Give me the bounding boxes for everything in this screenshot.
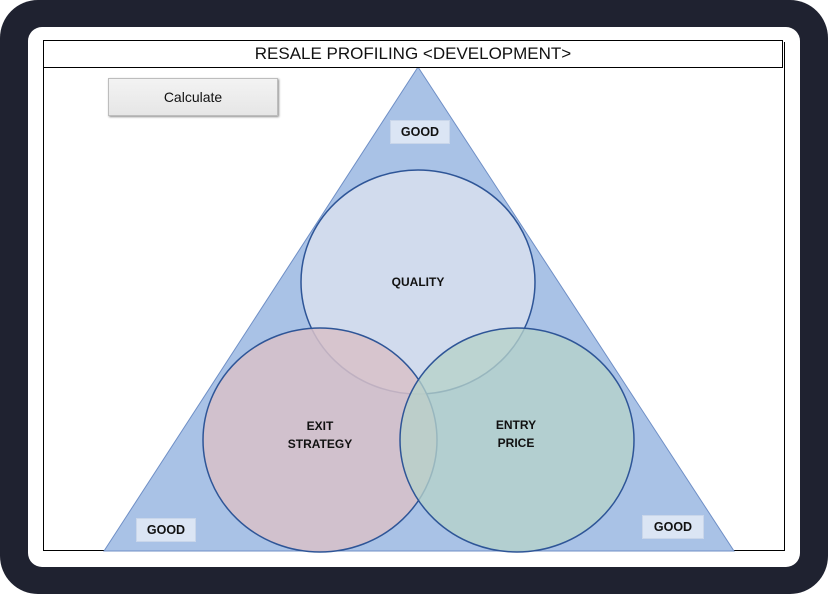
exit-strategy-label: EXIT STRATEGY <box>260 417 380 453</box>
exit-label-line2: STRATEGY <box>287 437 353 451</box>
rating-bottom-left: GOOD <box>136 518 196 542</box>
quality-label-text: QUALITY <box>391 275 445 289</box>
screen: RESALE PROFILING <DEVELOPMENT> Calculate… <box>28 27 800 567</box>
page-title: RESALE PROFILING <DEVELOPMENT> <box>43 40 783 68</box>
entry-label-line2: PRICE <box>497 436 535 450</box>
venn-triangle-diagram <box>103 66 735 553</box>
rating-top: GOOD <box>390 120 450 144</box>
entry-price-label: ENTRY PRICE <box>456 416 576 452</box>
rating-bottom-right: GOOD <box>642 515 704 539</box>
entry-label-line1: ENTRY <box>495 418 537 432</box>
calculate-button[interactable]: Calculate <box>108 78 278 116</box>
exit-label-line1: EXIT <box>306 419 334 433</box>
entry-price-circle[interactable] <box>399 327 635 553</box>
quality-label: QUALITY <box>358 273 478 291</box>
